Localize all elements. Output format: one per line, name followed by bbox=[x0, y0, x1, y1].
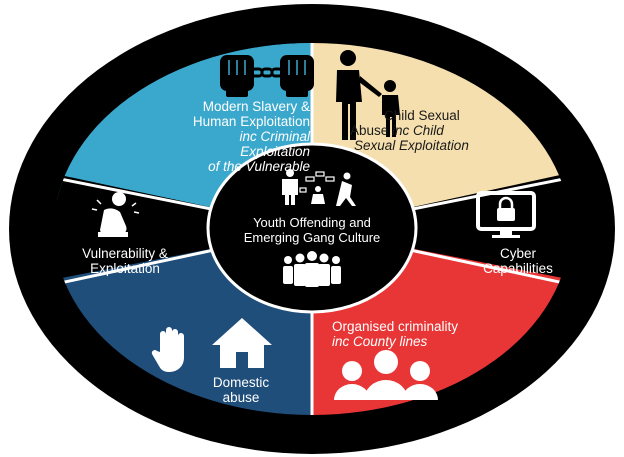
people-group-icon bbox=[283, 251, 341, 287]
cyber-line-2: Capabilities bbox=[483, 261, 553, 276]
organised-italic-1: inc County lines bbox=[332, 334, 428, 349]
modern-slavery-italic-1: inc Criminal Exploitation bbox=[239, 129, 310, 159]
center-label-line-1: Youth Offending and bbox=[253, 215, 371, 230]
vulnerability-line-2: Exploitation bbox=[90, 261, 160, 276]
segment-cyber bbox=[312, 175, 570, 290]
modern-slavery-line-2: Human Exploitation bbox=[192, 114, 310, 129]
domestic-line-1: Domestic bbox=[212, 375, 270, 390]
label-organised: Organised criminality inc County lines bbox=[332, 319, 512, 349]
child-abuse-line-1: Child Sexual bbox=[384, 108, 460, 123]
youth-group-scene-icon bbox=[282, 169, 356, 206]
center-circle bbox=[206, 142, 418, 314]
vulnerability-line-1: Vulnerability & bbox=[82, 246, 168, 261]
center-label: Youth Offending and Emerging Gang Cultur… bbox=[212, 215, 412, 245]
organised-line-1: Organised criminality bbox=[332, 319, 459, 334]
modern-slavery-line-1: Modern Slavery & bbox=[202, 99, 310, 114]
distressed-person-icon bbox=[91, 192, 140, 237]
child-abuse-italic-1: Sexual Exploitation bbox=[354, 138, 469, 153]
child-abuse-line-2: Abuse bbox=[350, 123, 389, 138]
chained-fists-icon bbox=[220, 55, 314, 97]
hand-and-house-icon bbox=[151, 318, 272, 372]
cyber-line-1: Cyber bbox=[499, 246, 536, 261]
label-vulnerability: Vulnerability & Exploitation bbox=[60, 246, 190, 276]
label-child-abuse: Child Sexual Abuse inc Child Sexual Expl… bbox=[350, 108, 510, 153]
label-modern-slavery: Modern Slavery & Human Exploitation inc … bbox=[170, 99, 310, 174]
child-abuse-italic-inline: inc Child bbox=[392, 123, 444, 138]
modern-slavery-italic-2: of the Vulnerable bbox=[208, 159, 310, 174]
three-people-icon bbox=[334, 350, 438, 400]
locked-monitor-icon bbox=[476, 191, 536, 238]
segment-vulnerability bbox=[54, 175, 312, 290]
domestic-line-2: abuse bbox=[222, 390, 260, 405]
center-label-line-2: Emerging Gang Culture bbox=[243, 230, 381, 245]
label-cyber: Cyber Capabilities bbox=[468, 246, 568, 276]
adult-and-child-icon bbox=[336, 50, 400, 140]
label-domestic: Domestic abuse bbox=[196, 375, 286, 405]
